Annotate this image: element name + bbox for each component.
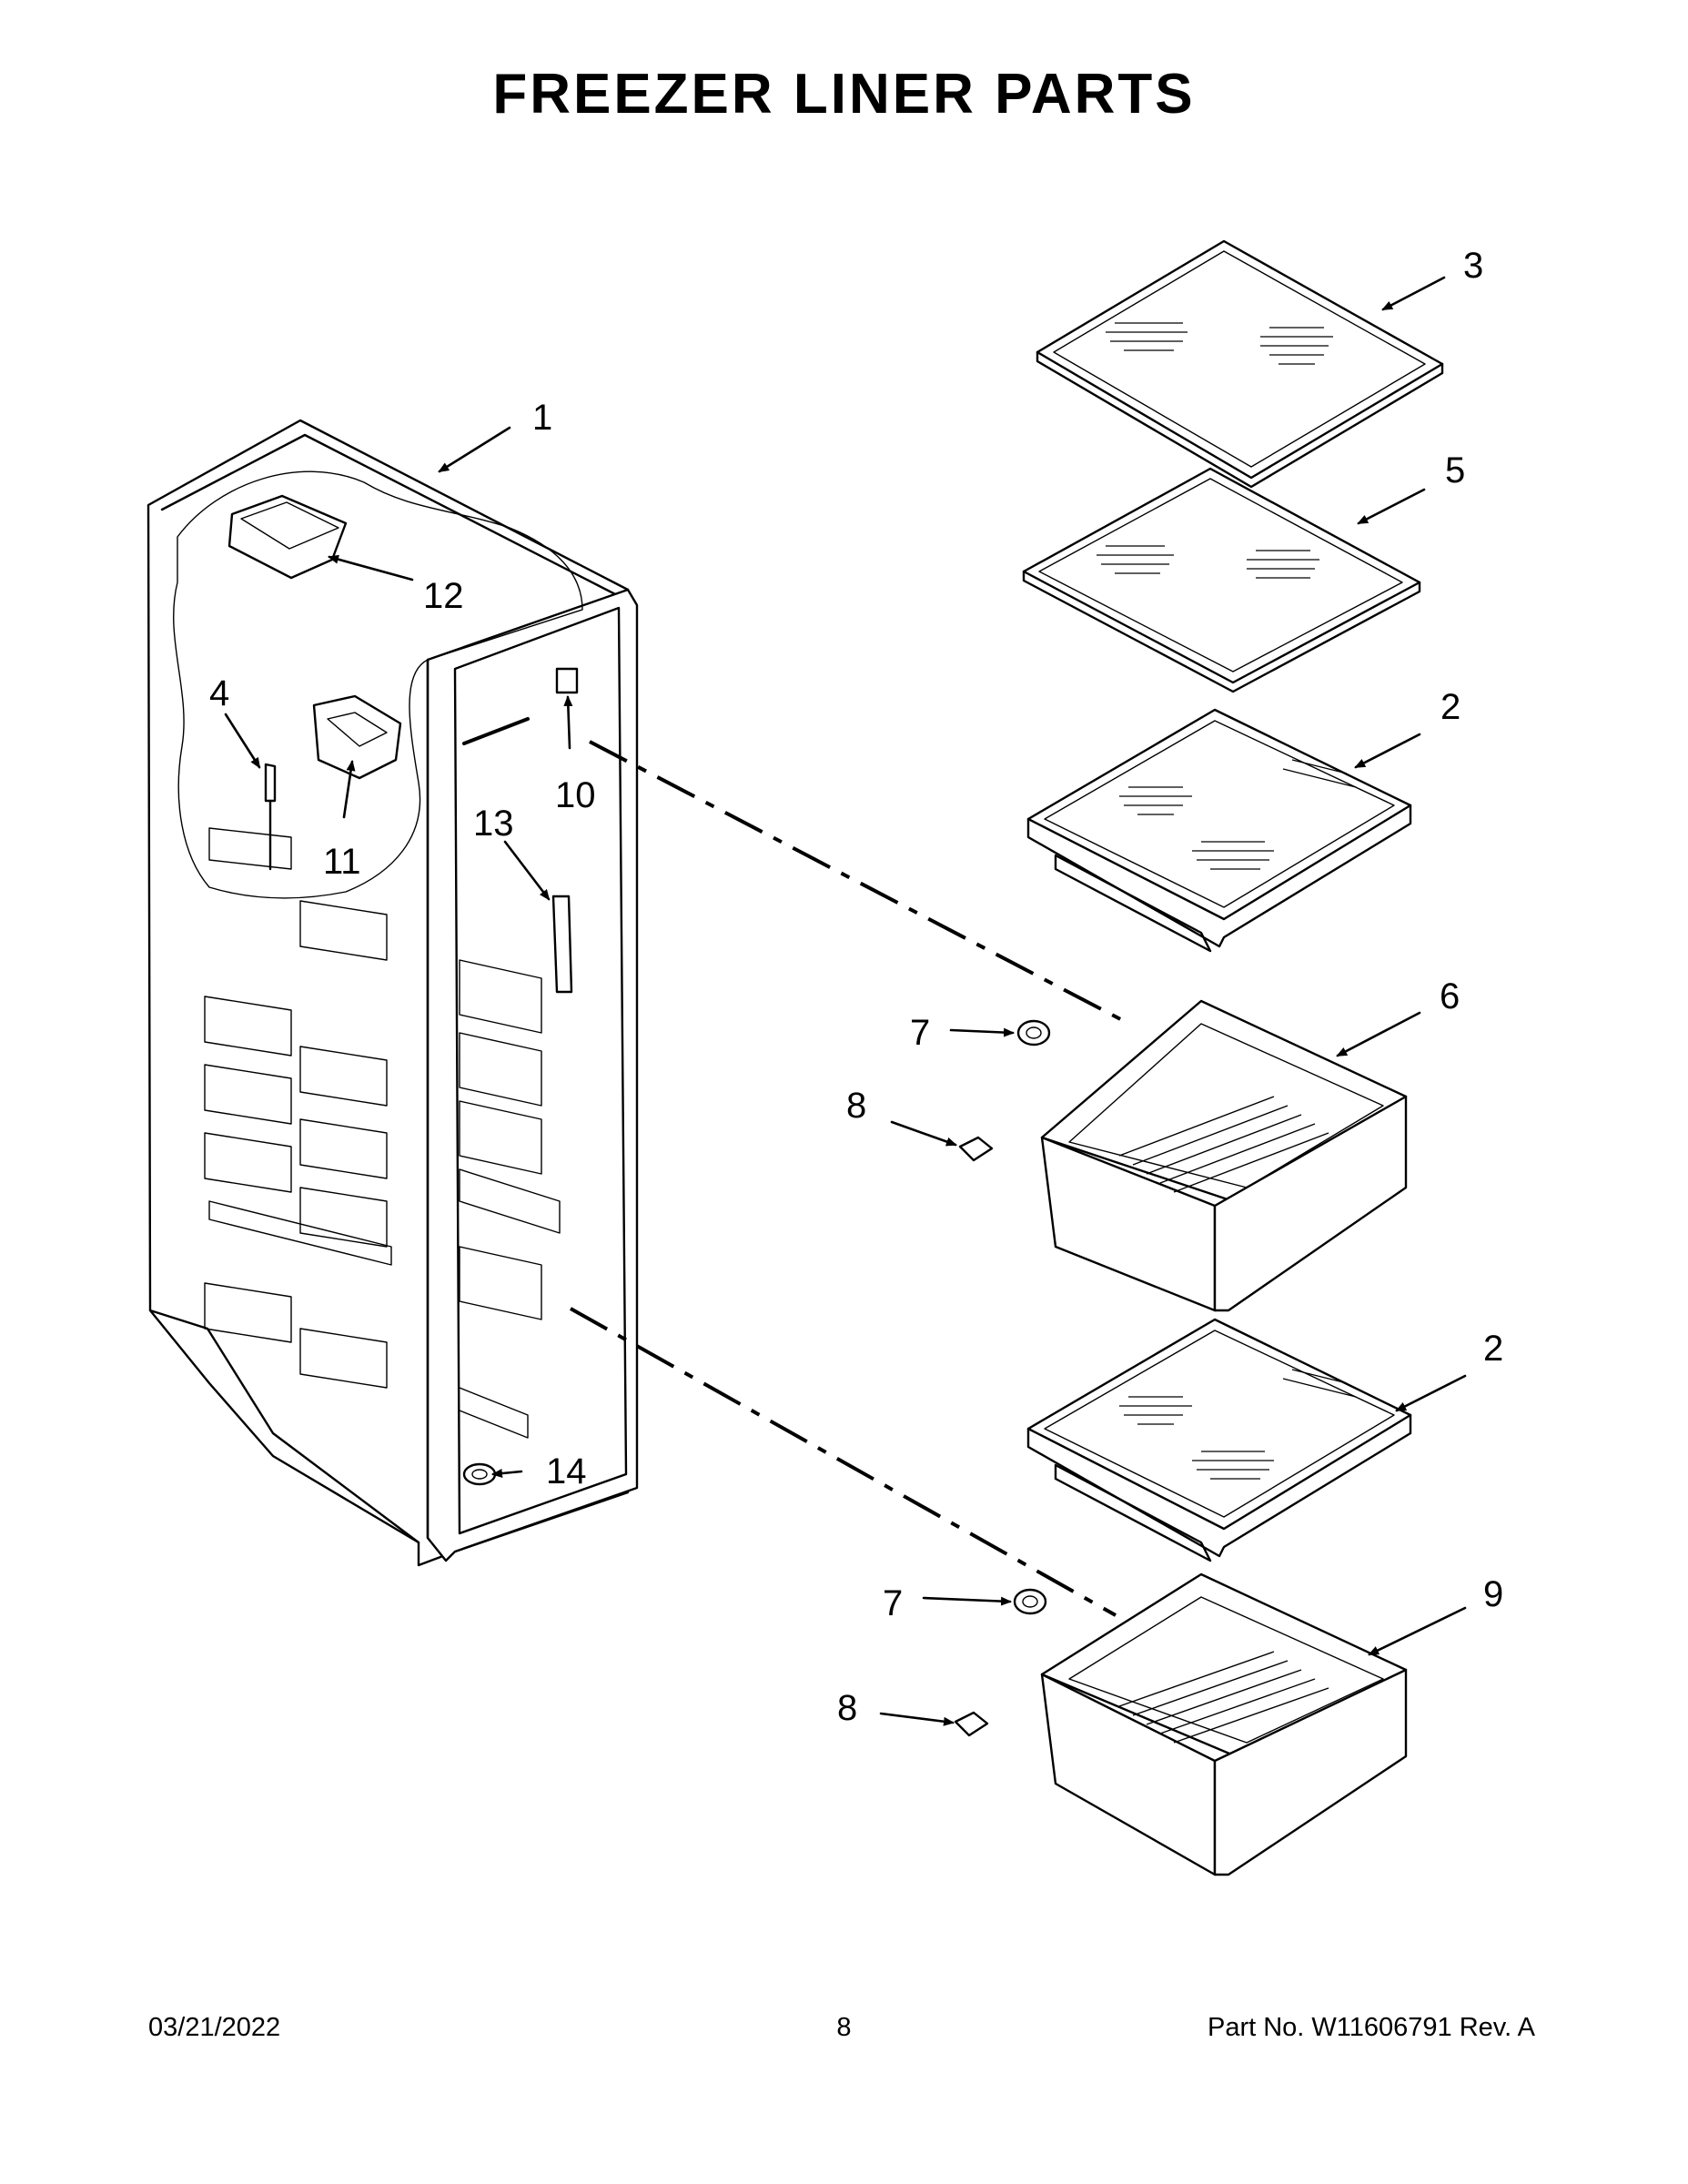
callout-7-upper: 7 bbox=[910, 1013, 930, 1053]
alignment-line-upper bbox=[589, 740, 1127, 1024]
callout-4: 4 bbox=[209, 673, 229, 713]
callout-11: 11 bbox=[323, 842, 361, 882]
alignment-line-lower bbox=[570, 1307, 1117, 1617]
callout-10: 10 bbox=[555, 775, 596, 815]
roller-part-7-upper bbox=[1016, 1019, 1051, 1046]
freezer-bin-part-6 bbox=[1040, 999, 1408, 1312]
glass-shelf-part-2-upper bbox=[1026, 708, 1412, 953]
callout-5: 5 bbox=[1445, 450, 1465, 490]
callout-7-lower: 7 bbox=[883, 1583, 903, 1623]
screw-part-8-lower bbox=[954, 1711, 989, 1737]
footer-date: 03/21/2022 bbox=[148, 2013, 281, 2042]
callout-3: 3 bbox=[1463, 246, 1483, 286]
callout-1: 1 bbox=[532, 398, 552, 438]
callout-2-lower: 2 bbox=[1483, 1329, 1503, 1369]
glass-shelf-part-5 bbox=[1022, 467, 1421, 693]
screw-part-8-upper bbox=[958, 1136, 994, 1162]
glass-shelf-part-3 bbox=[1036, 239, 1444, 489]
callout-9: 9 bbox=[1483, 1574, 1503, 1614]
footer-part-number: Part No. W11606791 Rev. A bbox=[1207, 2013, 1535, 2042]
callout-leaders bbox=[224, 276, 1467, 1726]
freezer-bin-part-9 bbox=[1040, 1572, 1408, 1876]
callout-14: 14 bbox=[546, 1451, 587, 1491]
footer-page-number: 8 bbox=[836, 2013, 852, 2042]
page-title: FREEZER LINER PARTS bbox=[492, 63, 1196, 126]
callout-2-upper: 2 bbox=[1440, 687, 1461, 727]
glass-shelf-part-2-lower bbox=[1026, 1318, 1412, 1562]
callout-8-upper: 8 bbox=[846, 1086, 866, 1126]
roller-part-7-lower bbox=[1013, 1588, 1047, 1615]
freezer-liner-part-1 bbox=[147, 419, 639, 1567]
callout-12: 12 bbox=[423, 576, 464, 616]
callout-6: 6 bbox=[1440, 976, 1460, 1016]
callout-13: 13 bbox=[473, 804, 514, 844]
callout-8-lower: 8 bbox=[837, 1688, 857, 1728]
